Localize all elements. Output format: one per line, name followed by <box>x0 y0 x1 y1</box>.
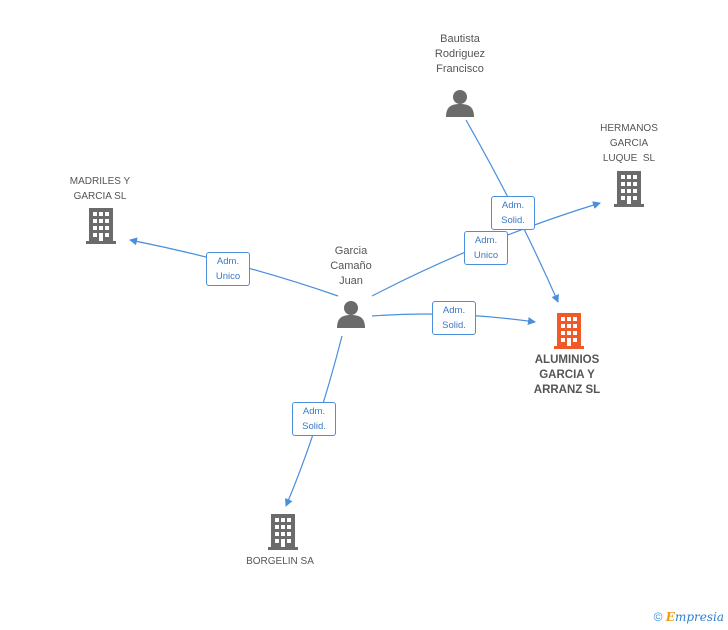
edge-label-garcia-madriles: Adm. Unico <box>206 252 250 286</box>
node-label-line: GARCIA Y <box>539 369 595 381</box>
copyright-symbol: © <box>653 610 663 624</box>
node-label-line: ARRANZ SL <box>533 384 601 396</box>
empresia-watermark[interactable]: © Empresia <box>654 610 724 624</box>
edge-label-line: Unico <box>473 250 499 261</box>
node-label-hermanos[interactable]: HERMANOS GARCIA LUQUE SL <box>587 121 671 166</box>
edge-label-line: Solid. <box>442 320 466 331</box>
node-label-line: ALUMINIOS <box>534 354 600 366</box>
building-icon[interactable] <box>554 313 584 349</box>
edge-label-line: Adm. <box>501 200 525 211</box>
node-label-line: Camaño <box>330 260 372 272</box>
node-label-aluminios[interactable]: ALUMINIOS GARCIA Y ARRANZ SL <box>522 353 612 398</box>
edge-label-line: Solid. <box>302 421 326 432</box>
edge-label-line: Adm. <box>302 406 326 417</box>
node-label-bautista[interactable]: Bautista Rodriguez Francisco <box>418 32 502 77</box>
edge-label-garcia-hermanos: Adm. Unico <box>464 231 508 265</box>
node-label-line: GARCIA <box>609 138 649 149</box>
node-label-line: HERMANOS <box>600 123 658 134</box>
node-label-line: BORGELIN SA <box>246 556 314 567</box>
node-label-borgelin[interactable]: BORGELIN SA <box>234 554 326 569</box>
edge-label-garcia-borgelin: Adm. Solid. <box>292 402 336 436</box>
edge-label-line: Unico <box>215 271 241 282</box>
building-icon[interactable] <box>86 208 116 244</box>
node-label-line: Garcia <box>334 245 368 257</box>
node-label-line: LUQUE SL <box>602 153 656 164</box>
person-icon[interactable] <box>446 90 474 117</box>
person-icon[interactable] <box>337 301 365 328</box>
brand-logo: Empresia <box>665 610 724 624</box>
edge-label-bautista-aluminios: Adm. Solid. <box>491 196 535 230</box>
node-label-line: Rodriguez <box>434 48 486 60</box>
node-label-line: Juan <box>339 275 363 287</box>
building-icon[interactable] <box>614 171 644 207</box>
node-label-madriles[interactable]: MADRILES Y GARCIA SL <box>56 174 144 204</box>
node-label-garcia[interactable]: Garcia Camaño Juan <box>311 244 391 289</box>
node-label-line: Bautista <box>440 33 480 45</box>
node-label-line: Francisco <box>436 63 484 75</box>
edge-label-line: Adm. <box>474 235 498 246</box>
building-icon[interactable] <box>268 514 298 550</box>
edge-label-line: Adm. <box>442 305 466 316</box>
edge-label-line: Adm. <box>216 256 240 267</box>
node-label-line: MADRILES Y <box>69 176 131 187</box>
edge-label-garcia-aluminios: Adm. Solid. <box>432 301 476 335</box>
node-label-line: GARCIA SL <box>73 191 127 202</box>
edge-label-line: Solid. <box>501 215 525 226</box>
